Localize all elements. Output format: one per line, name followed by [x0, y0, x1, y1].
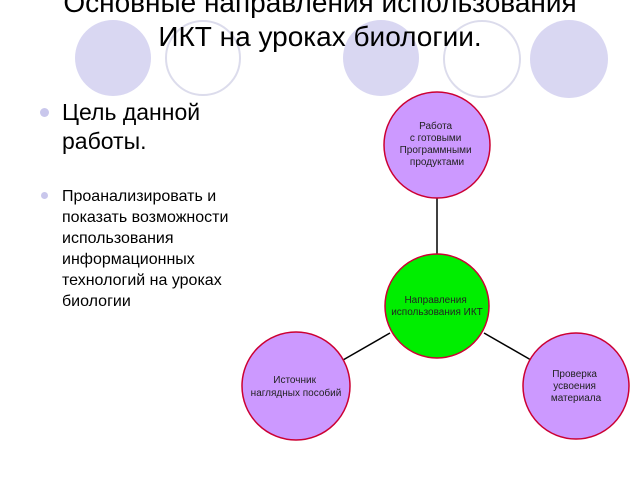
node-right: Проверка усвоения материала [522, 332, 630, 440]
node-top-circle [383, 91, 491, 199]
node-left-text: Источник наглядных пособий [251, 375, 342, 399]
bullet-dot [40, 108, 49, 117]
node-top-line: с готовыми [410, 133, 462, 144]
node-center-circle [384, 253, 490, 359]
node-top: Работа с готовыми Программными продуктам… [383, 91, 491, 199]
node-left: Источник наглядных пособий [241, 331, 351, 441]
node-center-text: Направления использования ИКТ [391, 295, 483, 318]
slide-title: Основные направления использования ИКТ н… [0, 0, 640, 54]
decor-circle-2 [165, 20, 241, 96]
node-right-line: материала [551, 393, 602, 404]
decor-circle-3 [343, 20, 419, 96]
node-right-line: усвоения [553, 381, 596, 392]
node-left-circle [241, 331, 351, 441]
connector-left [342, 332, 391, 361]
node-top-line: продуктами [410, 157, 464, 168]
node-top-line: Программными [400, 145, 472, 156]
bullet-list: Цель данной работы. Проанализировать и п… [40, 98, 240, 312]
decor-circle-5 [530, 20, 608, 98]
node-right-circle [522, 332, 630, 440]
node-left-line: наглядных пособий [251, 387, 342, 399]
bullet-goal-text: Цель данной работы. [62, 99, 201, 154]
title-line-2: ИКТ на уроках биологии. [158, 21, 482, 52]
decor-circle-1 [75, 20, 151, 96]
connector-right [483, 332, 532, 361]
node-center-line: Направления [404, 295, 466, 306]
title-line-1: Основные направления использования [63, 0, 577, 18]
decor-circle-4 [443, 20, 521, 98]
bullet-dot [41, 192, 48, 199]
node-top-text: Работа с готовыми Программными продуктам… [400, 120, 475, 168]
bullet-description: Проанализировать и показать возможности … [40, 186, 240, 312]
bullet-goal: Цель данной работы. [40, 98, 240, 156]
node-left-line: Источник [273, 375, 316, 386]
node-top-line: Работа [419, 120, 452, 132]
node-center-line: использования ИКТ [391, 307, 483, 318]
node-right-line: Проверка [552, 369, 597, 380]
node-right-text: Проверка усвоения материала [551, 369, 602, 404]
bullet-description-text: Проанализировать и показать возможности … [62, 188, 229, 310]
node-center: Направления использования ИКТ [384, 253, 490, 359]
